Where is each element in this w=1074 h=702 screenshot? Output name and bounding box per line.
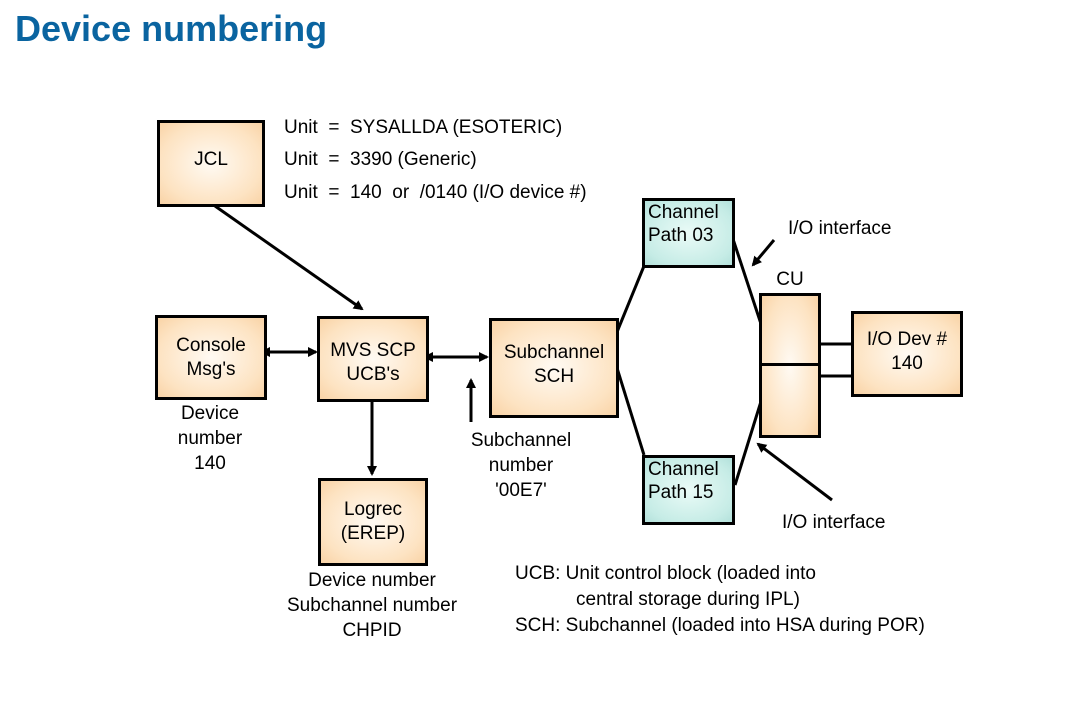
console-label-2: Msg's	[186, 358, 236, 380]
mvs-scp-box: MVS SCP UCB's	[317, 316, 429, 402]
channel-path-03-box: Channel Path 03	[642, 198, 735, 268]
subchannel-box: Subchannel SCH	[489, 318, 619, 418]
iodev-label-1: I/O Dev #	[866, 329, 948, 350]
console-device-line-1: Device	[180, 403, 240, 424]
jcl-box: JCL	[157, 120, 265, 207]
subchannel-label-2: SCH	[533, 366, 575, 387]
cu-divider	[761, 363, 819, 366]
subchannel-label-1: Subchannel	[503, 342, 605, 363]
subchannel-number-line-2: number	[488, 455, 554, 476]
io-device-box: I/O Dev # 140	[851, 311, 963, 397]
chp15-label-1: Channel	[648, 459, 719, 480]
mvs-label-1: MVS SCP	[330, 340, 416, 361]
logrec-fields: Device number Subchannel number CHPID	[270, 568, 474, 643]
console-box: Console Msg's	[155, 315, 267, 400]
link-chp15-cu	[733, 394, 765, 486]
page-title: Device numbering	[15, 8, 328, 49]
logrec-field-1: Device number	[308, 570, 436, 591]
arrow-io-interface-bottom	[756, 442, 833, 502]
subchannel-number-line-1: Subchannel	[470, 430, 572, 451]
chp03-label-2: Path 03	[648, 225, 714, 246]
unit-line-2: Unit = 3390 (Generic)	[284, 149, 477, 170]
io-interface-bottom-label: I/O interface	[782, 512, 886, 533]
unit-line-1: Unit = SYSALLDA (ESOTERIC)	[284, 117, 563, 138]
arrow-io-interface-top	[751, 239, 776, 267]
legend-ucb-line-1: UCB: Unit control block (loaded into	[515, 563, 816, 584]
logrec-field-3: CHPID	[342, 620, 402, 641]
cu-label: CU	[776, 269, 804, 290]
jcl-label: JCL	[194, 149, 228, 170]
link-sch-chp03	[615, 265, 646, 333]
channel-path-15-box: Channel Path 15	[642, 455, 735, 525]
logrec-box: Logrec (EREP)	[318, 478, 428, 566]
chp15-label-2: Path 15	[648, 482, 714, 503]
console-device-line-3: 140	[194, 453, 226, 474]
subchannel-number-line-3: '00E7'	[495, 480, 547, 501]
logrec-label-2: (EREP)	[340, 523, 406, 544]
arrow-jcl-to-mvs	[214, 204, 364, 311]
io-interface-top-label: I/O interface	[788, 218, 892, 239]
console-device-number: Device number 140	[160, 401, 260, 476]
logrec-field-2: Subchannel number	[286, 595, 458, 616]
legend-sch-line: SCH: Subchannel (loaded into HSA during …	[515, 615, 925, 636]
link-sch-chp15	[615, 367, 646, 456]
subchannel-number: Subchannel number '00E7'	[451, 428, 591, 503]
logrec-label-1: Logrec	[343, 499, 403, 520]
chp03-label-1: Channel	[648, 202, 719, 223]
unit-line-3: Unit = 140 or /0140 (I/O device #)	[284, 182, 587, 203]
link-chp03-cu	[730, 235, 765, 331]
mvs-label-2: UCB's	[346, 364, 400, 385]
console-device-line-2: number	[177, 428, 243, 449]
legend-ucb-line-2: central storage during IPL)	[576, 589, 800, 610]
console-label-1: Console	[176, 334, 246, 356]
iodev-label-2: 140	[891, 353, 923, 374]
